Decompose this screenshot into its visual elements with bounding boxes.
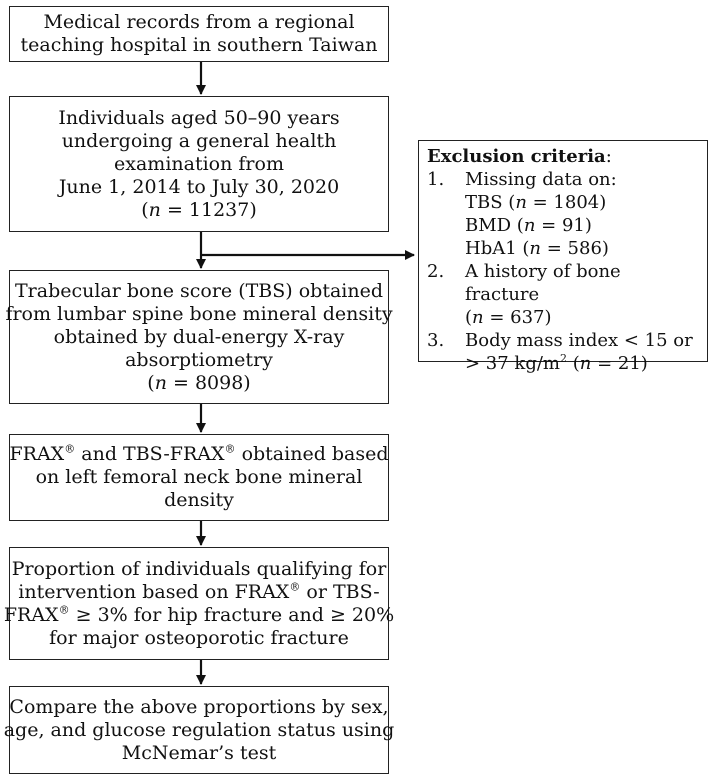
compare-line-1: Compare the above proportions by sex, <box>9 695 389 718</box>
proportion-line-3: FRAX® ≥ 3% for hip fracture and ≥ 20% <box>3 603 395 626</box>
proportion-box: Proportion of individuals qualifying for… <box>4 547 394 660</box>
exclusion-criteria-box: Exclusion criteria: 1.Missing data on: T… <box>418 140 708 374</box>
exclusion-item-2: 2.A history of bone fracture <box>427 261 621 305</box>
individuals-line-3: examination from <box>114 152 284 175</box>
exclusion-title: Exclusion criteria: <box>427 146 612 167</box>
proportion-line-1: Proportion of individuals qualifying for <box>11 557 387 580</box>
compare-box: Compare the above proportions by sex, ag… <box>4 686 394 774</box>
exclusion-item-3: 3.Body mass index < 15 or <box>427 330 693 351</box>
frax-line-3: density <box>164 489 234 511</box>
exclusion-bmi-count: > 37 kg/m2 (n = 21) <box>465 352 648 374</box>
tbs-line-2: from lumbar spine bone mineral density <box>5 302 393 325</box>
tbs-line-1: Trabecular bone score (TBS) obtained <box>14 279 383 302</box>
exclusion-fracture-count: (n = 637) <box>465 307 552 328</box>
frax-line-1: FRAX® and TBS-FRAX® obtained based <box>9 442 389 465</box>
individuals-count: (n = 11237) <box>141 198 257 221</box>
records-line-1: Medical records from a regional <box>43 11 355 33</box>
proportion-line-4: for major osteoporotic fracture <box>49 626 349 649</box>
tbs-line-4: absorptiometry <box>125 348 273 371</box>
proportion-line-2: intervention based on FRAX® or TBS- <box>18 580 380 603</box>
exclusion-hba1: HbA1 (n = 586) <box>465 238 609 259</box>
exclusion-tbs: TBS (n = 1804) <box>465 192 607 213</box>
frax-box: FRAX® and TBS-FRAX® obtained based on le… <box>9 434 389 521</box>
compare-line-3: McNemar’s test <box>121 741 277 764</box>
tbs-box: Trabecular bone score (TBS) obtained fro… <box>5 270 393 404</box>
individuals-line-1: Individuals aged 50–90 years <box>58 106 340 129</box>
exclusion-item-1: 1.Missing data on: <box>427 169 617 190</box>
records-line-2: teaching hospital in southern Taiwan <box>20 34 378 56</box>
tbs-count: (n = 8098) <box>147 371 251 394</box>
individuals-line-4: June 1, 2014 to July 30, 2020 <box>58 175 340 198</box>
compare-line-2: age, and glucose regulation status using <box>3 718 395 741</box>
individuals-box: Individuals aged 50–90 years undergoing … <box>9 96 389 232</box>
tbs-line-3: obtained by dual-energy X-ray <box>53 325 345 348</box>
records-box: Medical records from a regional teaching… <box>9 6 389 62</box>
frax-line-2: on left femoral neck bone mineral <box>35 466 363 488</box>
exclusion-bmd: BMD (n = 91) <box>465 215 592 236</box>
individuals-line-2: undergoing a general health <box>61 129 337 152</box>
